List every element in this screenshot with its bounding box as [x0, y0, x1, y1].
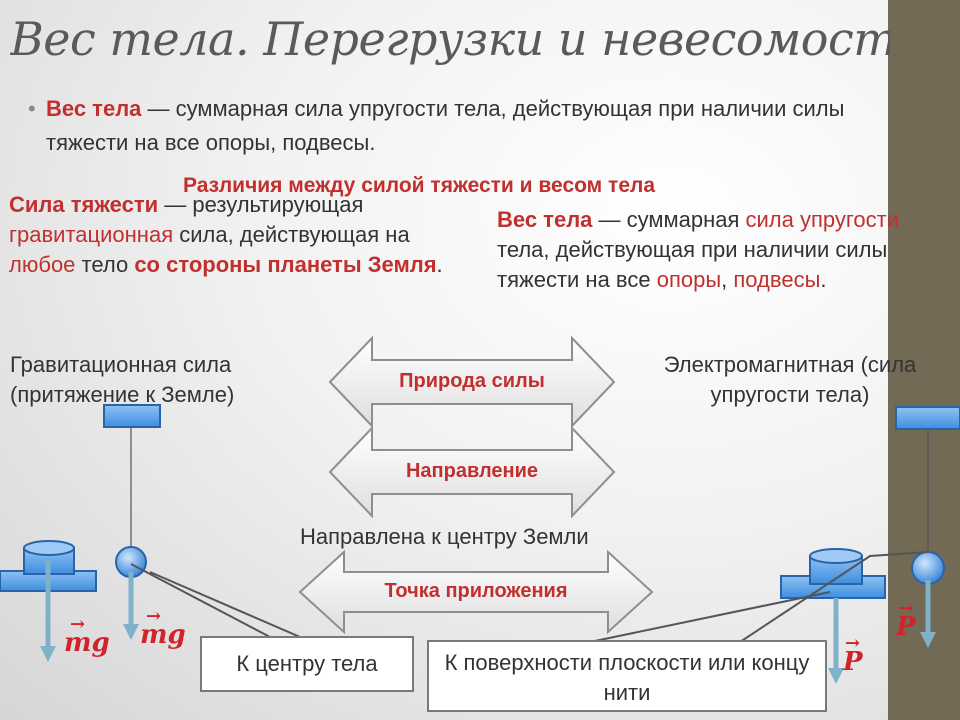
right-table-body — [780, 548, 886, 684]
gravity-definition: Сила тяжести — результирующая гравитацио… — [9, 190, 459, 280]
left-table-body — [0, 540, 97, 662]
gravity-term: Сила тяжести — [9, 192, 159, 217]
definition-body: — суммарная сила упругости тела, действу… — [46, 96, 845, 155]
gravity-text-4: . — [436, 252, 443, 277]
definition-text: Вес тела — суммарная сила упругости тела… — [46, 92, 886, 160]
gravity-highlight-2: любое — [9, 252, 76, 277]
pointer-center-body — [149, 571, 301, 638]
slide-title: Вес тела. Перегрузки и невесомость — [10, 12, 890, 66]
bullet-dot: • — [28, 96, 36, 121]
vector-gravity-text-1: mg — [64, 628, 110, 658]
comparison-subtitle: Различия между силой тяжести и весом тел… — [183, 174, 656, 197]
right-hanging-ball — [895, 406, 960, 648]
pointer-surface-table — [589, 591, 831, 643]
gravity-highlight-1: гравитационная — [9, 222, 174, 247]
direction-double-arrow — [328, 425, 616, 519]
weight-highlight-1: сила упругости — [745, 207, 900, 232]
weight-highlight-3: подвесы — [733, 267, 821, 292]
definition-term: Вес тела — [46, 96, 142, 121]
application-double-arrow — [298, 549, 654, 635]
box-surface-or-thread: К поверхности плоскости или концу нити — [427, 640, 827, 712]
arrow-label-direction: Направление — [405, 460, 539, 482]
weight-text-1: — суммарная — [592, 207, 746, 232]
vector-label-gravity-2: →mg — [140, 606, 186, 650]
gravity-highlight-3: со стороны планеты Земля — [134, 252, 437, 277]
pointer-surface-ball — [739, 551, 929, 643]
vector-gravity-text-2: mg — [140, 620, 186, 650]
vector-label-gravity-1: →mg — [64, 614, 110, 658]
weight-definition: Вес тела — суммарная сила упругости тела… — [497, 205, 917, 295]
arrow-label-nature: Природа силы — [399, 370, 545, 392]
weight-text-4: . — [820, 267, 827, 292]
vector-label-weight-1: →P — [843, 633, 863, 677]
sidebar-decoration — [888, 0, 960, 720]
weight-text-2: тела, действующая при наличии силы тяжес… — [497, 237, 888, 292]
direction-text: Направлена к центру Земли — [300, 524, 589, 549]
weight-term: Вес тела — [497, 207, 593, 232]
gravity-text-3: тело — [75, 252, 135, 277]
vector-weight-text-2: P — [896, 612, 916, 642]
arrow-label-application: Точка приложения — [384, 580, 568, 602]
vector-weight-text-1: P — [843, 647, 863, 677]
pointer-center-ball — [130, 563, 271, 638]
weight-nature-text: Электромагнитная (сила упругости тела) — [663, 352, 917, 407]
gravity-text-2: сила, действующая на — [173, 222, 410, 247]
vector-label-weight-2: →P — [896, 598, 916, 642]
gravity-text-1: — результирующая — [158, 192, 364, 217]
box-center-of-body: К центру тела — [200, 636, 414, 692]
nature-double-arrow — [328, 335, 616, 429]
gravity-nature-text: Гравитационная сила (притяжение к Земле) — [10, 352, 235, 407]
weight-highlight-2: опоры — [656, 267, 722, 292]
weight-text-3: , — [721, 267, 734, 292]
left-hanging-ball — [103, 404, 161, 640]
